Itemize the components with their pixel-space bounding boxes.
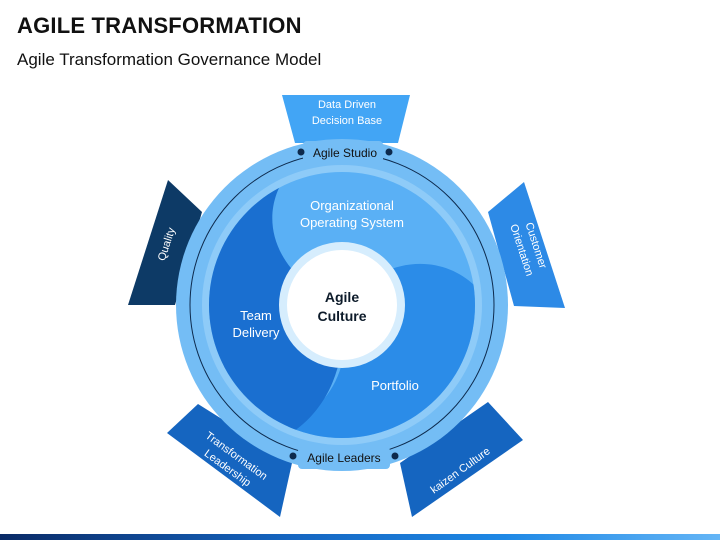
agile-leaders-label-bg (298, 447, 390, 469)
data-driven-label-2: Decision Base (312, 115, 382, 127)
organizational-label-1: Organizational (310, 198, 394, 213)
center-label-1: Agile (325, 289, 359, 305)
agile-studio-dot-right (385, 148, 393, 156)
bottom-accent-bar (0, 534, 720, 540)
segment-data-driven (282, 95, 410, 143)
segment-customer-orientation (488, 182, 565, 308)
agile-studio-dot-left (297, 148, 305, 156)
page-title: AGILE TRANSFORMATION (17, 13, 302, 38)
agile-studio-label: Agile Studio (313, 146, 377, 160)
agile-leaders-dot-right (391, 452, 399, 460)
agile-leaders-dot-left (289, 452, 297, 460)
team-delivery-label-1: Team (240, 308, 272, 323)
team-delivery-label-2: Delivery (233, 325, 280, 340)
page-subtitle: Agile Transformation Governance Model (17, 50, 322, 69)
data-driven-label-1: Data Driven (318, 99, 376, 111)
agile-studio-label-bg (303, 141, 383, 163)
segment-transformation-leadership (167, 404, 292, 517)
center-label-2: Culture (318, 308, 367, 324)
segment-kaizen-culture (400, 402, 523, 517)
portfolio-label: Portfolio (371, 378, 419, 393)
organizational-label-2: Operating System (300, 215, 404, 230)
center-circle (287, 250, 397, 360)
agile-leaders-label: Agile Leaders (307, 451, 380, 465)
